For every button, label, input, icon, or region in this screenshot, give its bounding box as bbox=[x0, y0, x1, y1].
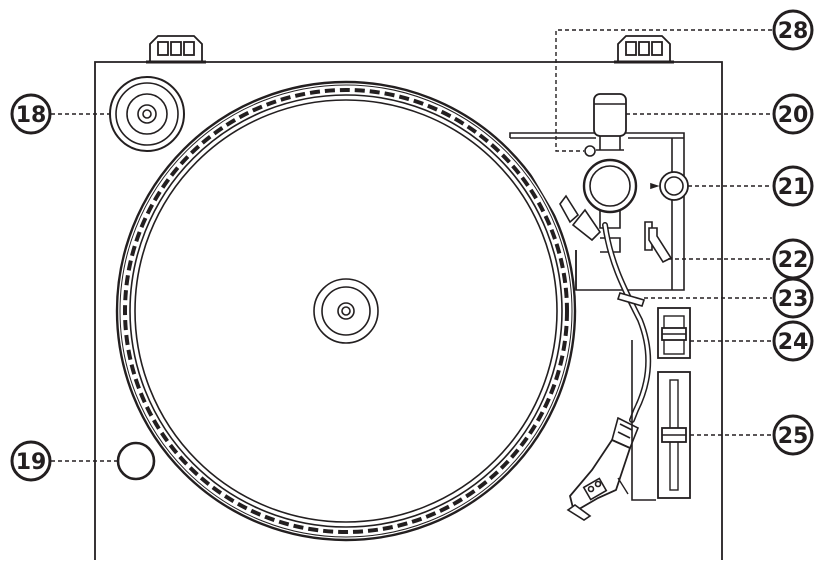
tonearm-base bbox=[509, 132, 685, 291]
callout-20-label: 20 bbox=[778, 103, 809, 128]
callout-28: 28 bbox=[772, 9, 814, 51]
leader-lines bbox=[51, 29, 772, 462]
power-indicator bbox=[116, 441, 156, 481]
callout-28-label: 28 bbox=[778, 19, 809, 44]
callout-19: 19 bbox=[10, 440, 52, 482]
callout-21-circle bbox=[772, 165, 814, 207]
callout-25-circle bbox=[772, 414, 814, 456]
callout-25: 25 bbox=[772, 414, 814, 456]
headshell bbox=[566, 416, 640, 521]
rear-foot-right bbox=[614, 35, 674, 64]
adapter-45rpm bbox=[109, 76, 185, 152]
callout-18: 18 bbox=[10, 93, 52, 135]
callout-24: 24 bbox=[772, 320, 814, 362]
callout-18-circle bbox=[10, 93, 52, 135]
callout-25-label: 25 bbox=[778, 424, 809, 449]
callout-22: 22 bbox=[772, 238, 814, 280]
pivot-housing bbox=[582, 145, 638, 229]
rear-foot-left bbox=[146, 35, 206, 64]
callout-22-label: 22 bbox=[778, 248, 809, 273]
callout-23-circle bbox=[772, 277, 814, 319]
pitch-slider bbox=[657, 371, 691, 499]
cue-lever-slot bbox=[644, 221, 653, 251]
callout-21: 21 bbox=[772, 165, 814, 207]
callout-23-label: 23 bbox=[778, 287, 809, 312]
tonearm-clip bbox=[616, 292, 646, 307]
cue-lever bbox=[648, 227, 673, 264]
callout-18-label: 18 bbox=[16, 103, 47, 128]
platter bbox=[115, 80, 577, 542]
callout-28-circle bbox=[772, 9, 814, 51]
spindle bbox=[313, 278, 379, 344]
tonearm-tube bbox=[602, 222, 652, 423]
speed-switch bbox=[657, 307, 691, 359]
callout-20-circle bbox=[772, 93, 814, 135]
arm-guide-track bbox=[631, 340, 656, 501]
callout-19-label: 19 bbox=[16, 450, 47, 475]
callout-19-circle bbox=[10, 440, 52, 482]
callout-24-circle bbox=[772, 320, 814, 362]
callout-23: 23 bbox=[772, 277, 814, 319]
turntable-base bbox=[94, 61, 723, 560]
leader-line-28 bbox=[555, 29, 772, 152]
counterweight bbox=[593, 93, 627, 151]
callout-20: 20 bbox=[772, 93, 814, 135]
callout-24-label: 24 bbox=[778, 330, 809, 355]
callout-21-label: 21 bbox=[778, 175, 809, 200]
